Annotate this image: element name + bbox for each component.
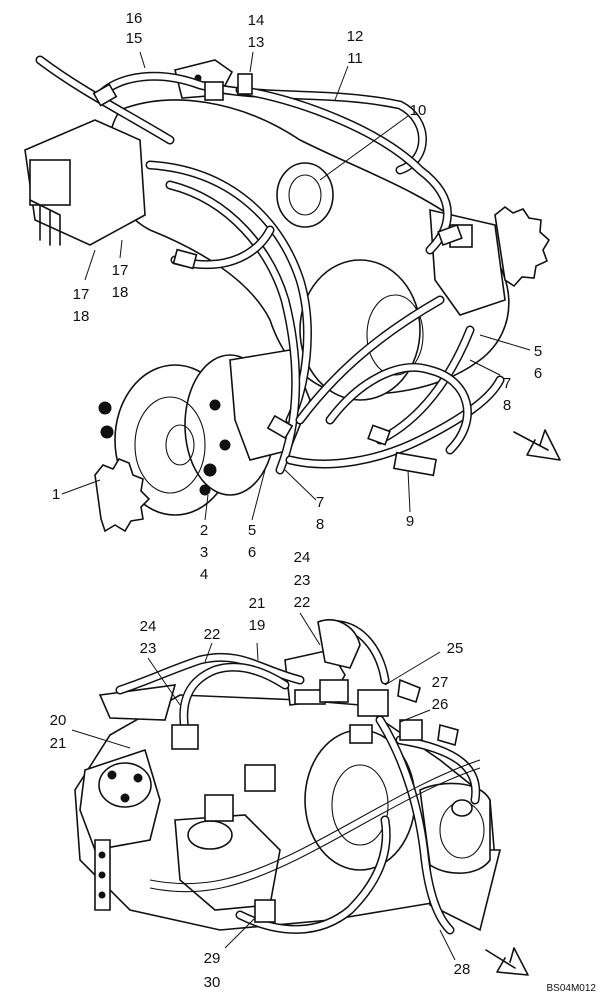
bottom-assembly-drawing <box>74 619 502 935</box>
callout-22-top: 22 <box>293 594 311 611</box>
callout-1: 1 <box>51 486 61 503</box>
top-assembly-drawing <box>24 55 551 533</box>
callout-15: 15 <box>125 30 143 47</box>
callout-26: 26 <box>431 696 449 713</box>
callout-23-left: 23 <box>139 640 157 657</box>
callout-7-top: 7 <box>502 375 512 392</box>
callout-3: 3 <box>199 544 209 561</box>
callout-21-left: 21 <box>49 735 67 752</box>
callout-20: 20 <box>49 712 67 729</box>
callout-6-bottom: 6 <box>247 544 257 561</box>
callout-16: 16 <box>125 10 143 27</box>
callout-27: 27 <box>431 674 449 691</box>
callout-8-bottom: 8 <box>315 516 325 533</box>
callout-9: 9 <box>405 513 415 530</box>
callout-8-top: 8 <box>502 397 512 414</box>
callout-22-mid: 22 <box>203 626 221 643</box>
callout-6-top: 6 <box>533 365 543 382</box>
callout-12: 12 <box>346 28 364 45</box>
arrow-down-right-icon <box>513 429 561 461</box>
callout-23-top: 23 <box>293 572 311 589</box>
callout-24-left: 24 <box>139 618 157 635</box>
callout-5-bottom: 5 <box>247 522 257 539</box>
callout-30: 30 <box>203 974 221 991</box>
callout-21-top: 21 <box>248 595 266 612</box>
callout-19: 19 <box>248 617 266 634</box>
callout-17-left: 17 <box>72 286 90 303</box>
callout-24-top: 24 <box>293 549 311 566</box>
callout-11: 11 <box>347 50 363 67</box>
callout-28: 28 <box>453 961 471 978</box>
callout-25: 25 <box>446 640 464 657</box>
callout-29: 29 <box>203 950 221 967</box>
callout-13: 13 <box>247 34 265 51</box>
callout-2: 2 <box>199 522 209 539</box>
callout-4: 4 <box>199 566 209 583</box>
callout-10: 10 <box>409 102 427 119</box>
arrow-down-right-icon <box>485 947 529 976</box>
callout-14: 14 <box>247 12 265 29</box>
callout-18-left: 18 <box>72 308 90 325</box>
leader-lines <box>61 51 531 961</box>
callout-5-top: 5 <box>533 343 543 360</box>
callout-17-right: 17 <box>111 262 129 279</box>
figure-code: BS04M012 <box>546 983 596 994</box>
callout-7-bottom: 7 <box>315 494 325 511</box>
callout-18-right: 18 <box>111 284 129 301</box>
